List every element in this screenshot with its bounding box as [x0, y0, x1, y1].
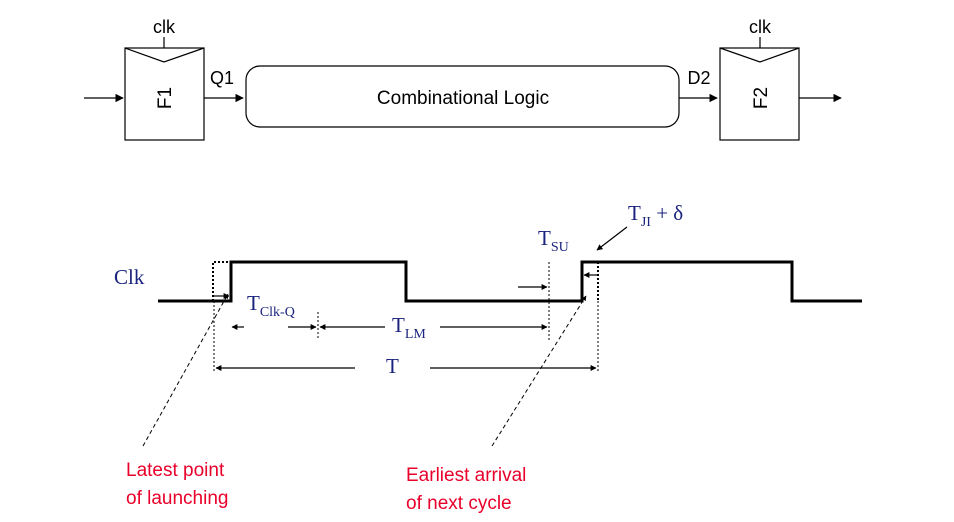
clock-waveform	[158, 260, 862, 303]
latest-launch-pointer	[142, 293, 229, 447]
t-lm-label: TLM	[392, 313, 426, 342]
jitter-edge-1	[212, 261, 231, 301]
flop-f2-clock-label: clk	[749, 17, 772, 37]
flop-f1: clk F1	[124, 17, 205, 141]
timing-diagram: Clk TClk-Q TLM T TSU	[114, 201, 862, 514]
q1-label: Q1	[210, 68, 234, 88]
flop-f1-clock-label: clk	[153, 17, 176, 37]
t-clk-q-label: TClk-Q	[247, 291, 295, 320]
combinational-logic-block	[245, 65, 680, 128]
flop-f2-name: F2	[751, 87, 772, 109]
flop-f1-name: F1	[155, 87, 176, 109]
t-period-label: T	[386, 354, 399, 378]
flop-f2-box	[719, 47, 800, 141]
flop-f2: clk F2	[719, 17, 800, 141]
flop-f1-box	[124, 47, 205, 141]
flop-f1-clock-triangle	[124, 47, 205, 63]
earliest-arrival-pointer	[491, 295, 587, 447]
t-ji-label: TJI + δ	[628, 201, 683, 230]
flop-f2-clock-triangle	[719, 47, 800, 63]
circuit-block-diagram: clk F1 Q1 Combinational Logic D2 clk F2	[84, 17, 842, 141]
t-ji-pointer-arrow	[596, 226, 628, 251]
latest-launch-annotation: Latest point of launching	[126, 460, 230, 509]
earliest-arrival-annotation: Earliest arrival of next cycle	[406, 465, 532, 514]
d2-label: D2	[687, 68, 710, 88]
clock-signal-label: Clk	[114, 265, 145, 289]
t-su-label: TSU	[538, 226, 569, 255]
combinational-logic-label: Combinational Logic	[377, 88, 549, 109]
jitter-edge-2	[582, 261, 599, 301]
